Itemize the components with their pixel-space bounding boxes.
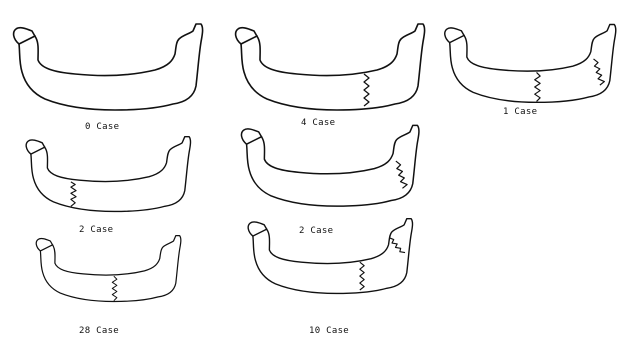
mandible-outline [445,25,616,103]
mandible-drawing [227,210,437,310]
mandible-panel: 1 Case [437,10,627,135]
condyle-neck-line [31,147,45,154]
mandible-outline [241,125,418,206]
condyle-neck-line [253,229,267,236]
mandible-drawing [5,128,215,228]
mandible-panel: 0 Case [5,14,215,139]
mandible-drawing [5,14,215,129]
condyle-neck-line [40,245,52,251]
fracture-line-right-body [364,74,369,106]
case-count-label: 10 Case [309,326,349,336]
fracture-line-right-ramus [389,238,405,253]
mandible-outline [248,219,412,294]
mandible-drawing [227,116,437,224]
case-count-label: 28 Case [79,326,119,336]
fracture-line-left-body [71,182,76,206]
fracture-line-midline [535,72,540,101]
mandible-panel: 28 Case [5,228,215,343]
mandible-panel: 10 Case [227,210,437,343]
mandible-outline [26,137,190,212]
mandible-outline [14,24,203,110]
mandible-outline [36,236,181,302]
condyle-neck-line [241,36,257,44]
fracture-line-right-angle [396,161,407,188]
mandible-panel: 2 Case [5,128,215,238]
case-count-label: 1 Case [503,107,537,117]
fracture-line-right-body [360,262,364,290]
mandible-outline [236,24,425,110]
fracture-line-midline [112,276,117,300]
fracture-line-right-angle [594,59,605,85]
condyle-neck-line [19,36,35,44]
condyle-neck-line [450,35,464,42]
mandible-drawing [5,228,215,316]
mandible-drawing [227,14,437,129]
condyle-neck-line [247,137,262,145]
